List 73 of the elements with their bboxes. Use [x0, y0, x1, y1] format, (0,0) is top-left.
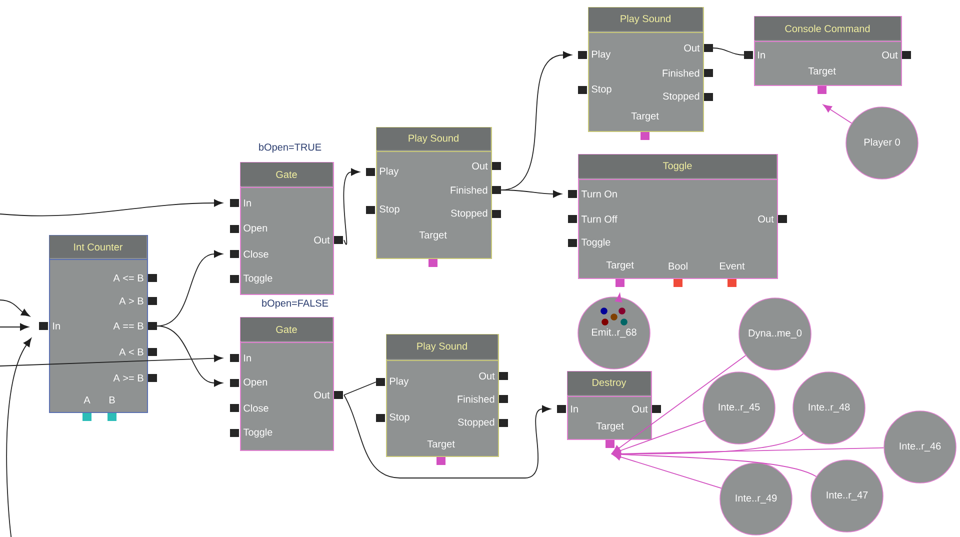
- port-label: Stopped: [451, 209, 488, 219]
- variable-link: [823, 104, 852, 124]
- connector-arrow: [343, 168, 360, 244]
- node-title: Console Command: [785, 24, 870, 32]
- port-label: Play: [592, 50, 611, 60]
- port-label: Play: [380, 167, 399, 177]
- port-label: Out: [882, 51, 898, 59]
- port-label: A >= B: [113, 374, 144, 382]
- node-title: Play Sound: [408, 134, 458, 144]
- port-label: B: [110, 396, 115, 404]
- port-label: Toggle: [243, 274, 272, 284]
- port-label: Target: [808, 68, 836, 76]
- node-title: Gate: [276, 326, 297, 334]
- variable-link: [612, 450, 817, 477]
- variable-link: [612, 355, 746, 454]
- node-title: Int Counter: [74, 243, 123, 251]
- port-label: Stop: [592, 85, 612, 95]
- node-title: Toggle: [663, 162, 692, 172]
- connector-arrow: [6, 338, 32, 537]
- connector-arrow: [156, 326, 223, 387]
- port-label: Event: [720, 262, 745, 270]
- port-label: In: [244, 200, 251, 206]
- connector-arrow: [0, 354, 223, 366]
- port-label: Open: [244, 378, 268, 388]
- port-label: A: [84, 396, 90, 404]
- port-label: In: [244, 354, 251, 362]
- port-label: Turn On: [581, 190, 617, 198]
- port-label: Out: [632, 405, 648, 413]
- port-label: Stopped: [458, 418, 494, 428]
- port-label: Close: [244, 404, 268, 412]
- port-label: In: [758, 52, 765, 58]
- port-label: A > B: [119, 298, 144, 304]
- port-label: Out: [479, 372, 495, 380]
- connector-arrow: [344, 394, 551, 478]
- port-label: A == B: [113, 322, 144, 330]
- port-label: Target: [427, 440, 455, 450]
- connector-arrow: [0, 323, 29, 331]
- port-label: Finished: [662, 69, 700, 77]
- port-label: Close: [244, 250, 268, 258]
- node-caption: bOpen=TRUE: [259, 143, 322, 153]
- port-label: A <= B: [113, 274, 144, 282]
- port-label: A < B: [119, 348, 144, 356]
- connector-arrow: [500, 190, 562, 198]
- port-label: Toggle: [581, 238, 610, 248]
- variable-link: [615, 293, 622, 302]
- port-label: Bool: [668, 262, 688, 270]
- port-label: In: [53, 322, 60, 330]
- port-label: Stop: [390, 413, 410, 423]
- port-label: Stopped: [663, 92, 700, 102]
- port-label: Out: [684, 44, 700, 52]
- node-title: Play Sound: [417, 342, 467, 352]
- port-label: In: [571, 406, 578, 412]
- port-label: Target: [606, 262, 634, 270]
- port-label: Turn Off: [581, 215, 618, 223]
- connector-arrow: [0, 199, 223, 216]
- node-caption: bOpen=FALSE: [262, 299, 328, 309]
- port-label: Out: [472, 162, 488, 170]
- node-title: Play Sound: [620, 14, 670, 24]
- port-label: Target: [596, 422, 624, 432]
- port-label: Stop: [380, 205, 400, 215]
- port-label: Out: [314, 391, 330, 399]
- port-label: Play: [390, 377, 409, 387]
- port-label: Target: [631, 112, 659, 122]
- port-label: Finished: [450, 186, 488, 194]
- port-label: Toggle: [243, 428, 272, 438]
- port-label: Out: [758, 215, 774, 223]
- port-label: Target: [419, 232, 447, 240]
- node-title: Destroy: [592, 379, 626, 388]
- node-title: Gate: [276, 170, 297, 178]
- port-label: Finished: [458, 395, 494, 403]
- connector-arrow: [0, 300, 30, 317]
- port-label: Open: [244, 224, 268, 234]
- port-label: Out: [314, 236, 330, 244]
